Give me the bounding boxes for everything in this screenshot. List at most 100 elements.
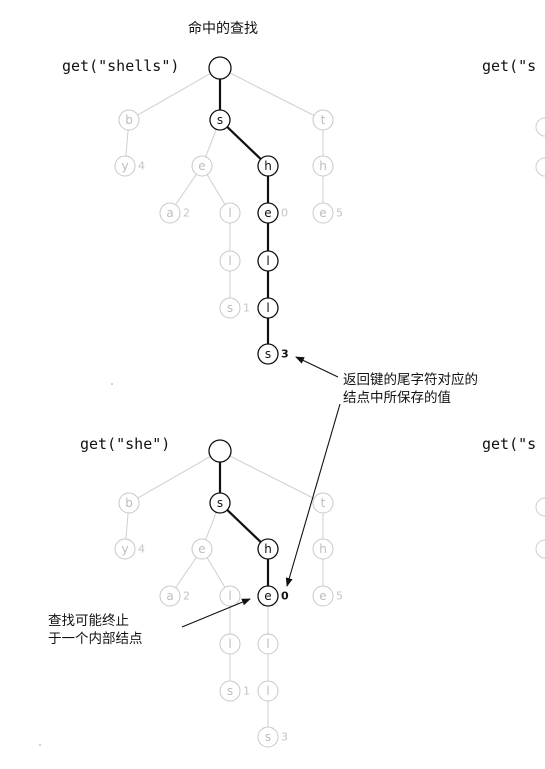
trie-node-letter: b — [125, 113, 133, 127]
speck — [39, 744, 41, 746]
trie-node-value: 5 — [336, 207, 343, 220]
found-value: 3 — [281, 348, 289, 361]
trie-edge — [205, 512, 217, 540]
trie-node-letter: h — [264, 542, 272, 556]
trie-edge — [205, 129, 217, 157]
trie-node-value: 4 — [138, 160, 145, 173]
trie-node-letter: l — [228, 206, 231, 220]
trie-node-letter: l — [266, 684, 269, 698]
trie-node — [257, 155, 279, 177]
return-value-note-line1: 返回键的尾字符对应的 — [343, 371, 478, 388]
call-label-bottom-cut: get("s — [482, 435, 536, 453]
trie-node-value: 2 — [183, 207, 190, 220]
trie-node-letter: h — [319, 159, 327, 173]
trie-node — [219, 250, 241, 272]
trie-node — [159, 585, 181, 607]
call-label-bottom: get("she") — [80, 435, 170, 453]
trie-node-letter: b — [125, 496, 133, 510]
trie-node-letter: s — [217, 113, 223, 127]
trie-edge-active — [226, 509, 262, 543]
trie-edge — [206, 557, 226, 588]
arrow-to-bottom-value — [285, 403, 341, 587]
trie-node — [257, 202, 279, 224]
trie-node-letter: t — [321, 496, 326, 510]
figure-title: 命中的查找 — [188, 20, 258, 37]
trie-node-value: 0 — [281, 207, 288, 220]
trie-node — [257, 726, 279, 748]
trie-node-letter: y — [121, 159, 128, 173]
trie-node — [118, 492, 140, 514]
trie-node-value: 4 — [138, 543, 145, 556]
trie-node — [257, 297, 279, 319]
arrow-to-top-value — [295, 356, 339, 378]
trie-node-letter: e — [319, 206, 326, 220]
trie-node-value: 5 — [336, 590, 343, 603]
trie-node — [159, 202, 181, 224]
trie-node — [312, 155, 334, 177]
trie-node-letter: l — [228, 254, 231, 268]
trie-edge-active — [226, 126, 262, 160]
trie-node-letter: s — [265, 730, 271, 744]
trie-root-node — [208, 56, 232, 80]
internal-node-note-line1: 查找可能终止 — [48, 613, 129, 629]
trie-node — [114, 538, 136, 560]
trie-node — [191, 538, 213, 560]
trie-node-letter: y — [121, 542, 128, 556]
trie-node — [257, 250, 279, 272]
trie-edge — [125, 512, 129, 540]
trie-root-node — [208, 439, 232, 463]
trie-node — [219, 680, 241, 702]
trie-edge — [175, 556, 197, 589]
trie-node-letter: e — [264, 589, 271, 603]
trie-edge — [229, 72, 315, 116]
trie-node-letter: e — [198, 542, 205, 556]
trie-node — [312, 202, 334, 224]
trie-node — [118, 109, 140, 131]
trie-node-letter: t — [321, 113, 326, 127]
trie-node-letter: l — [266, 254, 269, 268]
trie-node — [209, 109, 231, 131]
call-label-top-cut: get("s — [482, 57, 536, 75]
trie-node-letter: l — [266, 301, 269, 315]
trie-node — [257, 680, 279, 702]
speck — [111, 383, 113, 385]
trie-node-value: 1 — [243, 302, 250, 315]
trie-node — [312, 585, 334, 607]
trie-node — [257, 585, 279, 607]
found-value: 0 — [281, 590, 289, 603]
trie-node-letter: a — [166, 589, 173, 603]
trie-node — [114, 155, 136, 177]
trie-node — [257, 633, 279, 655]
trie-node-letter: l — [266, 637, 269, 651]
trie-node-letter: e — [264, 206, 271, 220]
trie-node — [191, 155, 213, 177]
trie-edge — [229, 455, 315, 499]
trie-node-letter: s — [265, 347, 271, 361]
trie-edge — [175, 173, 197, 206]
trie-edge — [125, 129, 129, 157]
call-label-top: get("shells") — [62, 57, 179, 75]
trie-node — [219, 633, 241, 655]
trie-node — [209, 492, 231, 514]
trie-node — [219, 585, 241, 607]
return-value-note-line2: 结点中所保存的值 — [343, 390, 451, 406]
trie-node-value: 3 — [281, 731, 288, 744]
trie-node-letter: e — [319, 589, 326, 603]
internal-node-note-line2: 于一个内部结点 — [48, 631, 143, 647]
arrow-to-internal-node — [181, 598, 251, 628]
trie-node — [312, 492, 334, 514]
trie-node — [257, 343, 279, 365]
trie-node — [257, 538, 279, 560]
trie-edge — [137, 456, 211, 499]
trie-node-letter: a — [166, 206, 173, 220]
trie-node-letter: l — [228, 589, 231, 603]
trie-node-letter: l — [228, 637, 231, 651]
trie-node-letter: s — [217, 496, 223, 510]
cropped-right-nodes — [535, 117, 545, 559]
trie-node-letter: s — [227, 301, 233, 315]
trie-node-value: 2 — [183, 590, 190, 603]
